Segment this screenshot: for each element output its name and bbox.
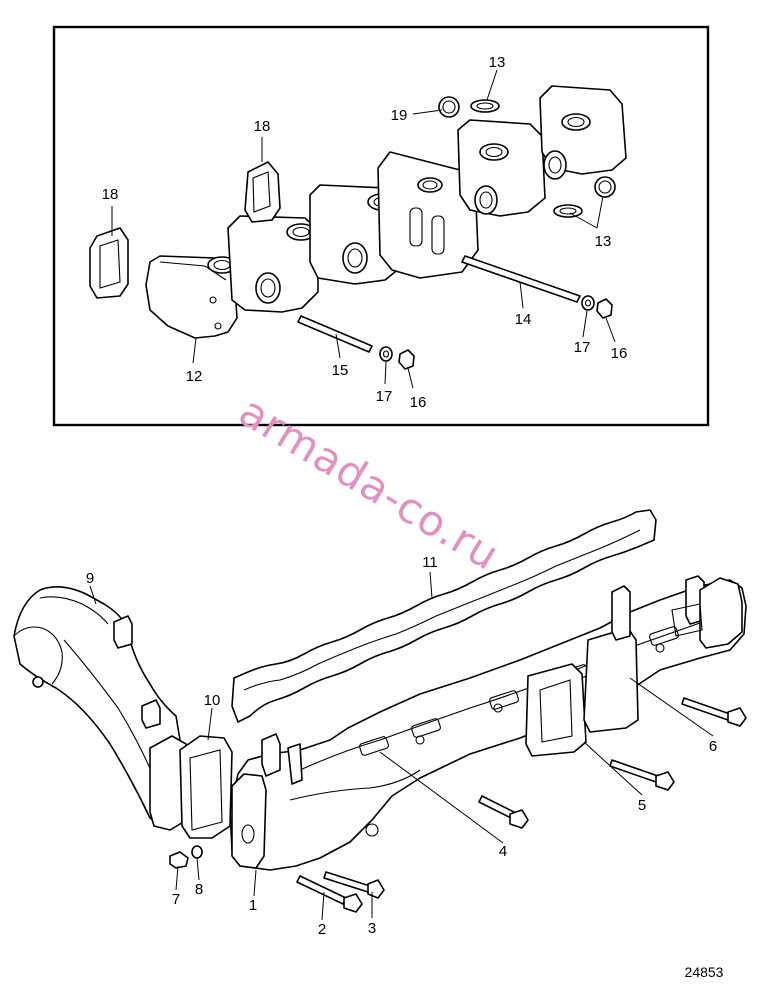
bolt-6 [681,697,747,727]
callout-5: 5 [638,797,646,814]
callout-4: 4 [499,843,507,860]
callout-13-lower: 13 [595,233,612,250]
callout-15: 15 [332,362,349,379]
callout-8: 8 [195,881,203,898]
figure-number: 24853 [685,964,724,980]
washer-17-right [581,295,595,311]
bolt-2 [296,875,363,913]
exhaust-manifold-sections [145,85,627,339]
flange-gasket-10 [179,735,233,839]
callout-12: 12 [186,368,203,385]
watermark-text: armada-co.ru [231,387,508,580]
washer-17-left [379,346,393,362]
callout-19: 19 [391,107,408,124]
callout-9: 9 [86,570,94,587]
stud-14 [461,255,581,303]
upper-leader-lines [111,69,616,389]
bolt-5 [609,759,675,791]
o-ring-19 [438,96,460,118]
exhaust-manifold-1 [229,575,747,871]
seal-ring-13-lower [553,204,583,218]
callout-6: 6 [709,738,717,755]
lower-leader-lines [89,571,714,921]
bolt-4 [478,795,529,829]
callout-11: 11 [422,554,438,571]
washer-8 [191,845,203,859]
callout-17-left: 17 [376,388,393,405]
callout-14: 14 [515,311,532,328]
callout-13-top: 13 [489,54,506,71]
callout-1: 1 [249,897,257,914]
stud-15 [297,315,373,353]
seal-ring-13-right [594,176,616,198]
manifold-gasket-11 [231,509,657,723]
callout-16-left: 16 [410,394,427,411]
flange-gasket-18-rear [244,161,281,223]
callout-16-right: 16 [611,345,628,362]
callout-17-right: 17 [574,339,591,356]
inset-frame [52,25,710,427]
seal-ring-13-top [470,99,500,113]
callout-10: 10 [204,692,221,709]
plug-7 [169,851,189,869]
callout-7: 7 [172,891,180,908]
callout-3: 3 [368,920,376,937]
callout-2: 2 [318,921,326,938]
nut-16-right [596,298,613,319]
flange-gasket-18-front [89,227,129,299]
exhaust-elbow-9 [13,586,191,831]
callout-18-front: 18 [102,186,119,203]
nut-16-left [398,349,415,370]
callout-18-rear: 18 [254,118,271,135]
